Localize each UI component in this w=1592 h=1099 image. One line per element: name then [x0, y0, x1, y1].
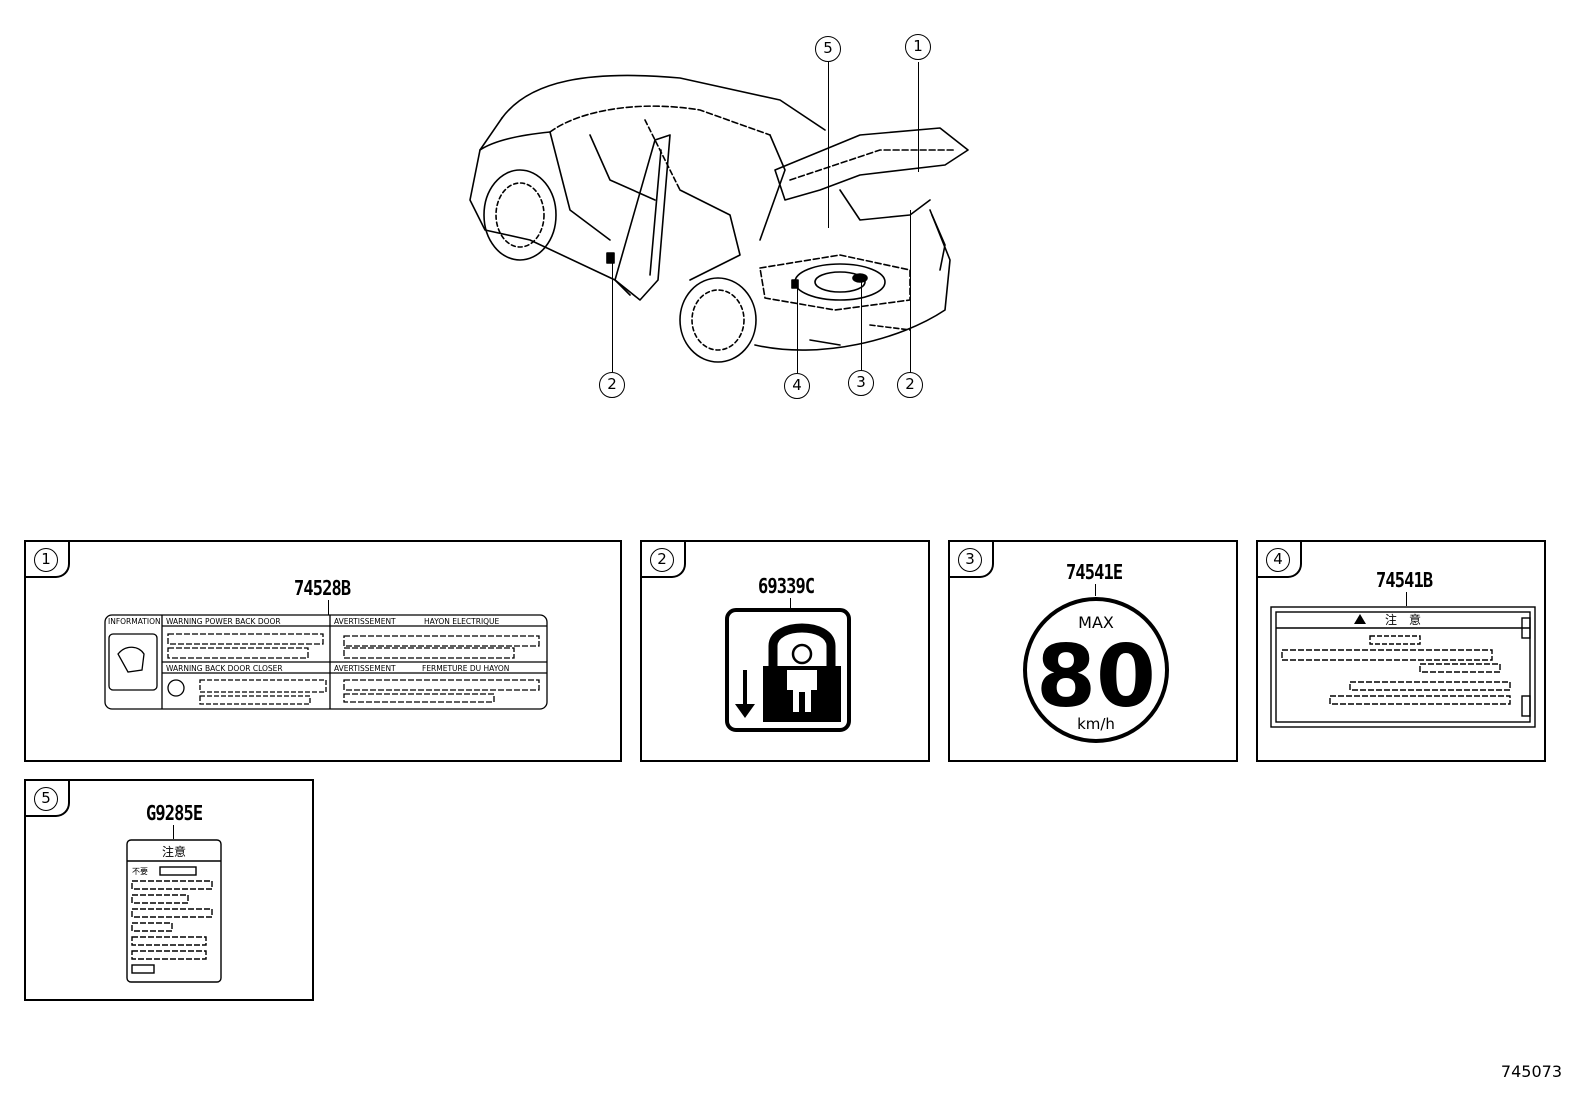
label-panel-3: 3 74541E MAX 80 km/h [948, 540, 1238, 762]
callout-2-right: 2 [897, 372, 923, 398]
leader-line [861, 275, 862, 373]
callout-1: 1 [905, 34, 931, 60]
label-panel-4: 4 74541B 注 意 [1256, 540, 1546, 762]
label-panel-1: 1 74528B INFORMATION WARNING POWER BACK … [24, 540, 622, 762]
panel-tab: 1 [26, 542, 70, 578]
max-speed-label: MAX 80 km/h [1023, 597, 1169, 743]
label-avert2-text: AVERTISSEMENT [334, 664, 396, 673]
child-lock-label [725, 608, 851, 732]
caution-title: 注 意 [1385, 612, 1421, 627]
part-number: 74541B [1376, 568, 1433, 592]
label-avert1-text: AVERTISSEMENT [334, 617, 396, 626]
callout-2-left: 2 [599, 372, 625, 398]
power-back-door-label: INFORMATION WARNING POWER BACK DOOR AVER… [104, 614, 548, 710]
part-number: 74528B [294, 576, 351, 600]
panel-tab: 5 [26, 781, 70, 817]
leader-line [910, 210, 911, 373]
label-warn1-text: WARNING POWER BACK DOOR [166, 617, 281, 626]
figure-id: 745073 [1500, 1062, 1562, 1081]
part-number: G9285E [146, 801, 203, 825]
leader-line [612, 262, 613, 372]
caution-line1: 不要 [132, 867, 148, 876]
panel-tab: 3 [950, 542, 994, 578]
callout-3: 3 [848, 370, 874, 396]
callout-5: 5 [815, 36, 841, 62]
leader-line [828, 62, 829, 228]
label-fermeture-text: FERMETURE DU HAYON [422, 664, 509, 673]
leader-line [173, 825, 174, 839]
panel-number: 4 [1266, 548, 1290, 572]
leader-line [1095, 584, 1096, 596]
panel-number: 2 [650, 548, 674, 572]
callout-4: 4 [784, 373, 810, 399]
leader-line [790, 598, 791, 610]
speed-unit: km/h [1077, 715, 1115, 733]
label-panel-2: 2 69339C [640, 540, 930, 762]
part-number: 74541E [1066, 560, 1123, 584]
panel-number: 1 [34, 548, 58, 572]
leader-line [918, 62, 919, 172]
panel-number: 5 [34, 787, 58, 811]
leader-line [797, 285, 798, 373]
caution-label-small: 注意 不要 [126, 839, 222, 983]
caution-label-jp: 注 意 [1270, 606, 1536, 728]
panel-tab: 2 [642, 542, 686, 578]
vehicle-illustration [469, 74, 969, 363]
panel-number: 3 [958, 548, 982, 572]
speed-value: 80 [1036, 627, 1156, 727]
caution-title: 注意 [162, 844, 186, 859]
panel-tab: 4 [1258, 542, 1302, 578]
label-info-text: INFORMATION [108, 617, 161, 626]
label-warn2-text: WARNING BACK DOOR CLOSER [166, 664, 283, 673]
label-panel-5: 5 G9285E 注意 不要 [24, 779, 314, 1001]
leader-line [1406, 592, 1407, 606]
max-text: MAX [1078, 613, 1114, 632]
leader-line [328, 600, 329, 615]
label-hayon-text: HAYON ELECTRIQUE [424, 617, 500, 626]
part-number: 69339C [758, 574, 815, 598]
